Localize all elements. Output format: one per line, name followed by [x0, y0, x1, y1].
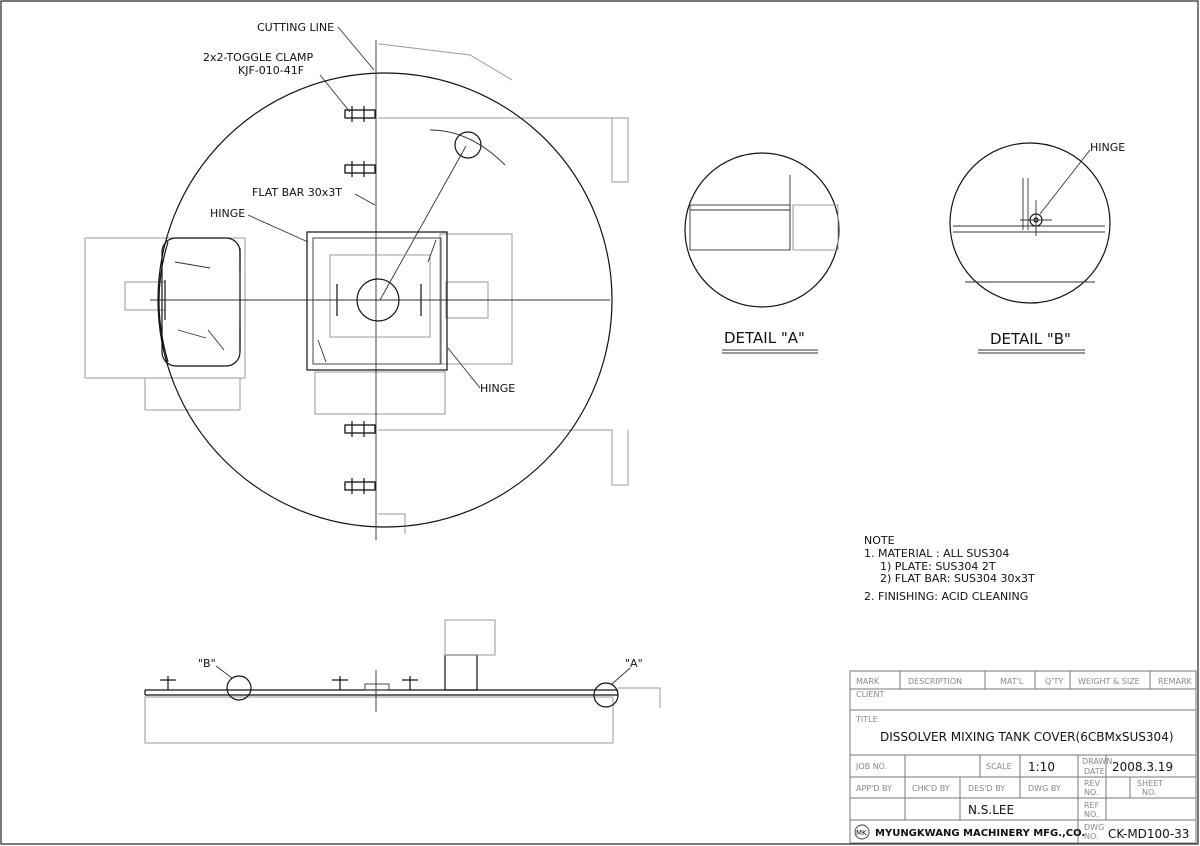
elevation-view: "B" "A"	[144, 619, 661, 744]
tb-dwg-by-label: DWG BY	[1028, 784, 1061, 793]
tb-desd-by-label: DES'D BY	[968, 784, 1005, 793]
toggle-clamp	[344, 478, 376, 494]
tb-header-remark: REMARK	[1158, 677, 1193, 686]
toggle-clamp	[344, 106, 376, 122]
notes-block: NOTE 1. MATERIAL : ALL SUS304 1) PLATE: …	[864, 534, 1035, 603]
tb-sheet-no-label: NO.	[1142, 788, 1157, 797]
toggle-clamp-group	[344, 106, 376, 494]
hinge-swing-arc	[429, 129, 506, 166]
label-cutting-line: CUTTING LINE	[257, 21, 334, 34]
tb-ref-no-label: NO.	[1084, 810, 1099, 819]
tb-drawn-date: 2008.3.19	[1112, 760, 1173, 774]
notes-line-2: 1) PLATE: SUS304 2T	[880, 560, 996, 573]
tb-header-description: DESCRIPTION	[908, 677, 962, 686]
leader-hinge-left	[247, 214, 309, 243]
label-hinge-left: HINGE	[210, 207, 245, 220]
tb-scale-value: 1:10	[1028, 760, 1055, 774]
leader-hinge-detail-b	[1039, 149, 1091, 215]
tb-header-weight-size: WEIGHT & SIZE	[1078, 677, 1140, 686]
leader-flat-bar	[354, 193, 376, 206]
ref-label-a: "A"	[625, 657, 643, 670]
notes-heading: NOTE	[864, 534, 895, 547]
detail-a: DETAIL "A"	[684, 152, 840, 354]
detail-a-title: DETAIL "A"	[724, 329, 805, 347]
side-hatch-left	[158, 237, 241, 367]
elevation-clamps	[160, 676, 418, 691]
ref-label-b: "B"	[198, 657, 216, 670]
company-logo: MK	[854, 824, 870, 840]
tb-company-name: MYUNGKWANG MACHINERY MFG.,CO.	[875, 828, 1085, 839]
toggle-clamp	[344, 161, 376, 177]
tb-chkd-by-label: CHK'D BY	[912, 784, 950, 793]
label-flat-bar: FLAT BAR 30x3T	[252, 186, 342, 199]
tb-rev-no-label: NO.	[1084, 788, 1099, 797]
label-toggle-clamp: 2x2-TOGGLE CLAMP	[203, 51, 314, 64]
tb-dwg-no-label: NO.	[1084, 832, 1099, 841]
label-hinge-center: HINGE	[480, 382, 515, 395]
tb-client-label: CLIENT	[856, 690, 884, 699]
tb-header-mark: MARK	[856, 677, 880, 686]
title-block: MARK DESCRIPTION MAT'L Q'TY WEIGHT & SIZ…	[849, 670, 1197, 844]
detail-b: HINGE DETAIL "B"	[949, 141, 1125, 354]
plan-view: CUTTING LINE 2x2-TOGGLE CLAMP KJF-010-41…	[84, 21, 629, 540]
tb-designer: N.S.LEE	[968, 803, 1014, 817]
detail-b-title: DETAIL "B"	[990, 330, 1071, 348]
svg-text:MK: MK	[856, 829, 867, 837]
tb-job-no-label: JOB NO.	[855, 762, 887, 771]
tb-header-qty: Q'TY	[1045, 677, 1063, 686]
tb-scale-label: SCALE	[986, 762, 1012, 771]
detail-b-circle	[949, 142, 1111, 304]
tb-dwg-no: CK-MD100-33	[1108, 827, 1189, 841]
detail-b-marker	[226, 675, 252, 701]
drawing-title: DISSOLVER MIXING TANK COVER(6CBMxSUS304)	[880, 730, 1174, 744]
hinge-marker-circle	[454, 131, 482, 159]
notes-line-4: 2. FINISHING: ACID CLEANING	[864, 590, 1028, 603]
tb-rev-label: REV	[1084, 779, 1101, 788]
cutting-line-diagonal	[379, 145, 467, 301]
tb-drawn-label: DRAWN	[1082, 757, 1112, 766]
tb-sheet-label: SHEET	[1137, 779, 1163, 788]
label-hinge-detail-b: HINGE	[1090, 141, 1125, 154]
detail-a-marker	[593, 682, 619, 708]
toggle-clamp	[344, 421, 376, 437]
tb-date-label: DATE	[1084, 767, 1105, 776]
leader-toggle-clamp	[319, 74, 351, 113]
detail-a-circle	[684, 152, 840, 308]
notes-line-3: 2) FLAT BAR: SUS304 30x3T	[880, 572, 1035, 585]
tb-header-matl: MAT'L	[1000, 677, 1024, 686]
notes-line-1: 1. MATERIAL : ALL SUS304	[864, 547, 1009, 560]
tb-dwg-label: DWG	[1084, 823, 1104, 832]
tb-title-label: TITLE	[855, 715, 878, 724]
label-toggle-clamp-model: KJF-010-41F	[238, 64, 304, 77]
tb-appd-by-label: APP'D BY	[856, 784, 892, 793]
leader-cutting-line	[337, 26, 375, 71]
tb-ref-label: REF	[1084, 801, 1100, 810]
leader-hinge-center	[447, 347, 481, 389]
manway-hatch	[306, 231, 448, 371]
